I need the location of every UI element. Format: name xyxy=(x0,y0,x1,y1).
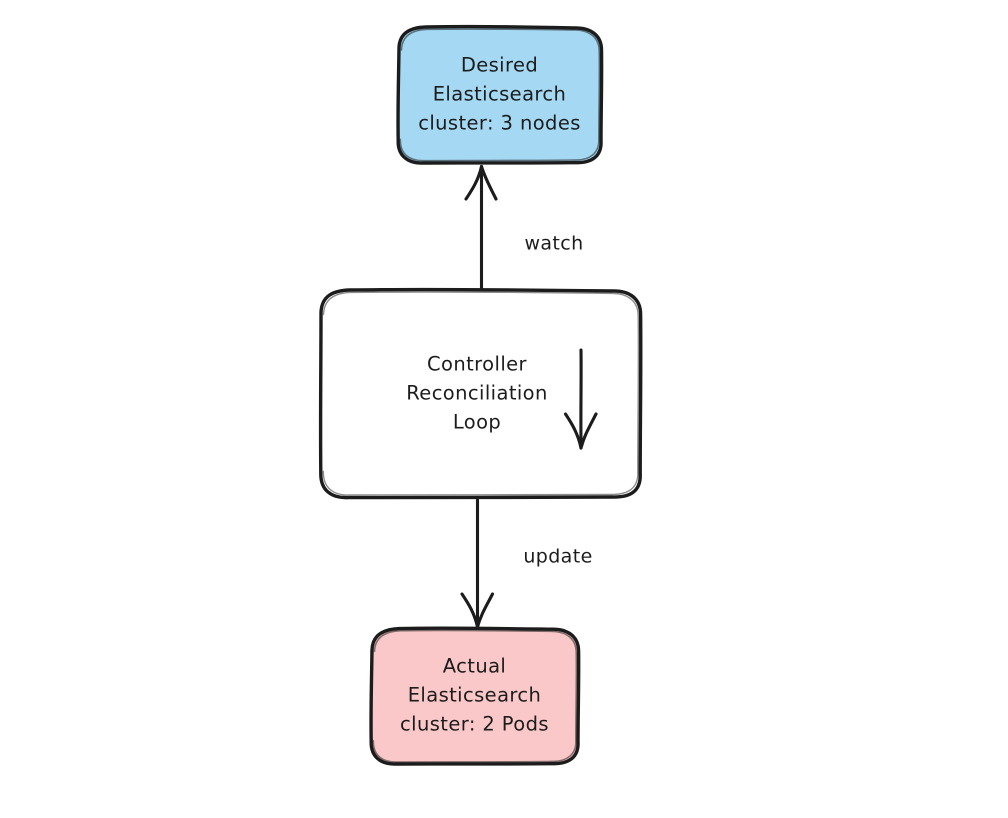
controller-node-line2: Reconciliation xyxy=(406,382,548,405)
desired-node-line1: Desired xyxy=(461,54,538,77)
update-arrowhead-right xyxy=(475,592,495,629)
arrow-down-icon xyxy=(563,348,598,450)
node-controller-loop[interactable]: Controller Reconciliation Loop xyxy=(318,287,643,500)
controller-node-line1: Controller xyxy=(427,353,528,376)
actual-node-line1: Actual xyxy=(443,655,507,678)
actual-node-border-inner xyxy=(372,629,578,763)
desired-node-border xyxy=(396,24,604,165)
controller-node-line3: Loop xyxy=(453,411,501,434)
edge-label-watch: watch xyxy=(524,233,583,255)
loop-arrowhead-left xyxy=(563,412,583,450)
controller-node-border xyxy=(318,287,643,500)
watch-arrowhead-right xyxy=(479,164,498,201)
controller-node-fill xyxy=(320,290,641,498)
edge-update[interactable]: update xyxy=(460,498,593,629)
watch-arrowhead-left xyxy=(464,164,484,201)
actual-node-line3: cluster: 2 Pods xyxy=(400,713,549,736)
desired-node-line2: Elasticsearch xyxy=(433,83,567,106)
edge-label-update: update xyxy=(523,546,592,568)
edge-watch[interactable]: watch xyxy=(464,164,584,291)
desired-node-border-inner xyxy=(399,28,601,162)
controller-node-border-inner xyxy=(322,291,640,496)
node-actual-cluster[interactable]: Actual Elasticsearch cluster: 2 Pods xyxy=(369,626,581,766)
actual-node-fill xyxy=(370,628,579,765)
desired-node-line3: cluster: 3 nodes xyxy=(418,112,581,135)
update-arrowhead-left xyxy=(460,592,480,629)
actual-node-line2: Elasticsearch xyxy=(408,684,542,707)
node-desired-cluster[interactable]: Desired Elasticsearch cluster: 3 nodes xyxy=(396,24,604,165)
loop-arrowhead-right xyxy=(579,412,598,450)
desired-node-fill xyxy=(397,27,602,164)
actual-node-border xyxy=(369,626,581,766)
